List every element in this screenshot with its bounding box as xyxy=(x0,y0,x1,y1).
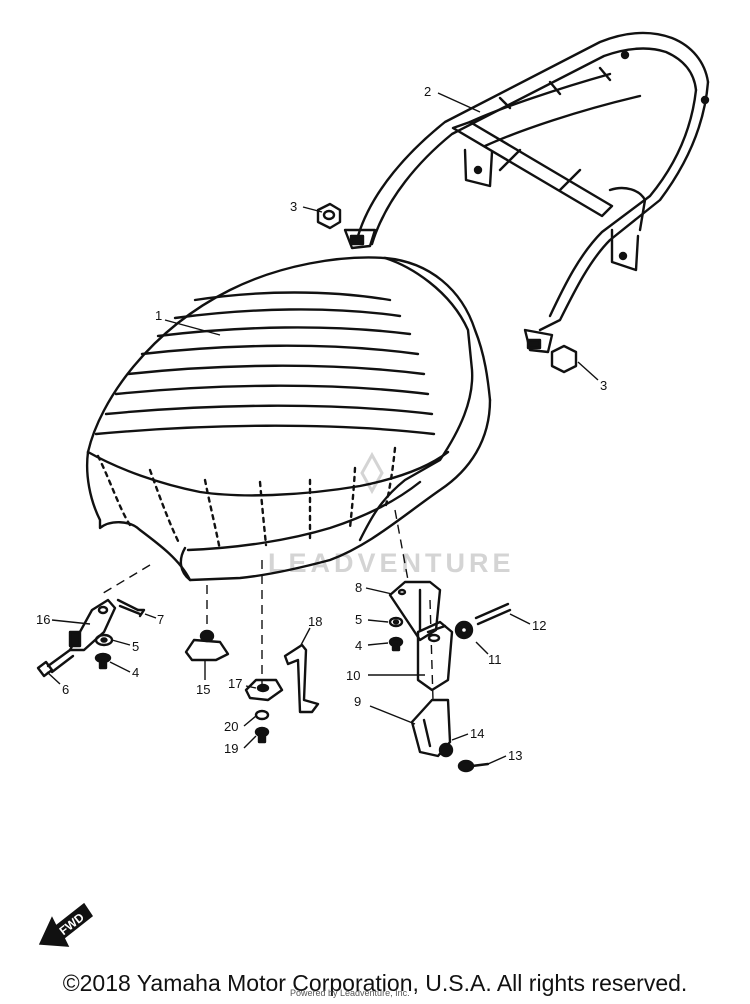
seat-bracket-part[interactable] xyxy=(68,598,117,652)
callout-18: 18 xyxy=(308,614,322,629)
nut-part-lower[interactable] xyxy=(550,344,578,374)
hinge-part[interactable] xyxy=(416,620,454,692)
hinge-mount-bracket-part[interactable] xyxy=(410,698,452,758)
bolt-part-19[interactable] xyxy=(254,726,270,744)
callout-numbers: 2 3 3 1 16 7 5 4 6 15 18 17 20 19 8 5 4 … xyxy=(36,84,607,763)
callout-9: 9 xyxy=(354,694,361,709)
callout-13: 13 xyxy=(508,748,522,763)
bolt-part-6[interactable] xyxy=(36,648,75,678)
callout-11: 11 xyxy=(488,652,502,667)
callout-8: 8 xyxy=(355,580,362,595)
callout-15: 15 xyxy=(196,682,210,697)
credit-line: Powered by Leadventure, Inc. xyxy=(290,988,410,998)
nut-part-upper[interactable] xyxy=(316,202,342,230)
callout-20: 20 xyxy=(224,719,238,734)
screw-part-4-left[interactable] xyxy=(94,652,112,670)
washer-part-14[interactable] xyxy=(438,742,454,758)
leader-lines xyxy=(46,92,599,765)
washer-part-5-right[interactable] xyxy=(388,616,404,628)
washer-part-20[interactable] xyxy=(254,709,270,721)
watermark-text: LEADVENTURE xyxy=(268,548,515,578)
washer-part-5-left[interactable] xyxy=(94,633,114,647)
callout-4-left: 4 xyxy=(132,665,139,680)
callout-19: 19 xyxy=(224,741,238,756)
seat-rod-part[interactable] xyxy=(283,643,320,714)
callout-14: 14 xyxy=(470,726,484,741)
callout-3-lower: 3 xyxy=(600,378,607,393)
callout-5-left: 5 xyxy=(132,639,139,654)
seat-stopper-part[interactable] xyxy=(184,629,230,662)
callout-5-right: 5 xyxy=(355,612,362,627)
pin-part-7[interactable] xyxy=(116,598,146,618)
callout-4-right: 4 xyxy=(355,638,362,653)
callout-10: 10 xyxy=(346,668,360,683)
callout-7: 7 xyxy=(157,612,164,627)
seat-part[interactable] xyxy=(85,256,492,582)
forward-direction-arrow: FWD xyxy=(38,902,94,947)
pin-part-12[interactable] xyxy=(474,602,512,626)
callout-12: 12 xyxy=(532,618,546,633)
assembly-lines xyxy=(99,509,434,701)
spring-part-11[interactable] xyxy=(454,620,474,640)
exploded-parts-diagram: LEADVENTURE xyxy=(36,31,710,947)
screw-part-13[interactable] xyxy=(457,759,490,773)
rear-carrier-part[interactable] xyxy=(343,31,710,354)
callout-2: 2 xyxy=(424,84,431,99)
callout-1: 1 xyxy=(155,308,162,323)
callout-3-upper: 3 xyxy=(290,199,297,214)
callout-6: 6 xyxy=(62,682,69,697)
copyright-notice: ©2018 Yamaha Motor Corporation, U.S.A. A… xyxy=(62,970,688,996)
screw-part-4-right[interactable] xyxy=(388,636,404,652)
lock-plate-part[interactable] xyxy=(244,678,284,702)
watermark: LEADVENTURE xyxy=(268,451,515,578)
callout-17: 17 xyxy=(228,676,242,691)
callout-16: 16 xyxy=(36,612,50,627)
